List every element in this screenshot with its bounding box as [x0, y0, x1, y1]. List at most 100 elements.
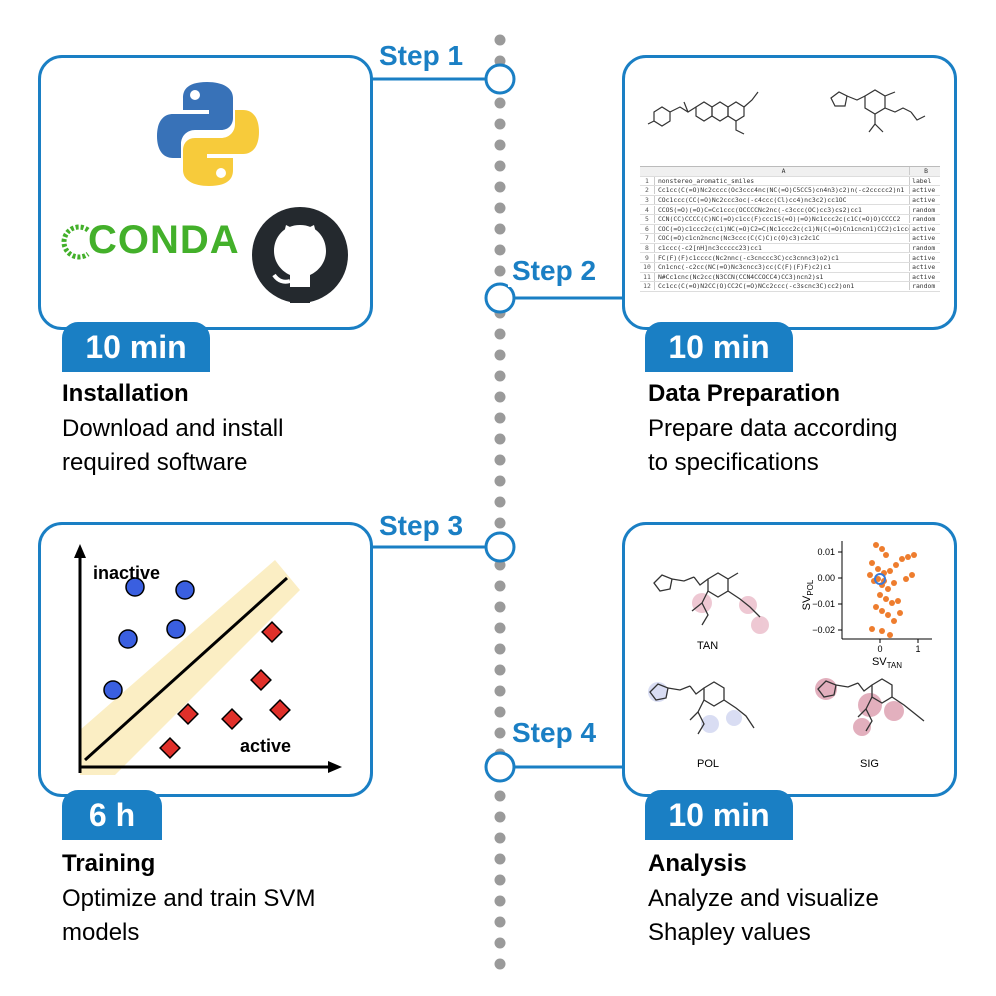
timeline-dot: [494, 937, 506, 949]
svm-decision-line: [83, 576, 289, 762]
spreadsheet-header-row: A B: [640, 167, 940, 177]
scatter-point: [879, 608, 885, 614]
step-2-label: Step 2: [508, 255, 601, 287]
step-4-description: Analyze and visualize Shapley values: [648, 882, 879, 950]
timeline-dot: [494, 853, 506, 865]
timeline-dot: [494, 328, 506, 340]
step-3-description: Optimize and train SVM models: [62, 882, 315, 950]
label-cell: random: [912, 244, 936, 253]
scatter-point: [895, 598, 901, 604]
conda-logo-icon: [61, 224, 90, 260]
molecule-pol-icon: [648, 681, 755, 735]
step-3-title: Training: [62, 850, 156, 877]
mol-label-tan: TAN: [697, 640, 719, 652]
label-cell: active: [912, 186, 936, 195]
row-number-cell: 12: [640, 282, 655, 291]
active-point: [250, 669, 272, 691]
scatter-point: [869, 626, 875, 632]
scatter-point: [891, 618, 897, 624]
inactive-point: [166, 619, 186, 639]
timeline-dot: [494, 790, 506, 802]
github-logo-icon: [252, 207, 348, 303]
scatter-point: [899, 556, 905, 562]
timeline-dot: [494, 118, 506, 130]
timeline-dot: [494, 202, 506, 214]
timeline-dot: [494, 601, 506, 613]
label-cell: active: [912, 196, 936, 205]
scatter-ytick-label: 0.00: [817, 573, 835, 583]
molecule-structure-2-icon: [830, 89, 926, 133]
scatter-point: [879, 546, 885, 552]
label-cell: active: [912, 224, 936, 233]
scatter-point: [911, 552, 917, 558]
inactive-point: [175, 580, 195, 600]
data-preparation-card: [622, 55, 957, 330]
row-number-cell: 11: [640, 272, 655, 281]
timeline-dot: [494, 454, 506, 466]
step-1-desc-line-2: required software: [62, 449, 248, 476]
timeline-dot: [494, 412, 506, 424]
scatter-xlabel: SVTAN: [872, 656, 902, 670]
row-number-cell: 4: [640, 205, 655, 214]
label-cell: random: [912, 215, 936, 224]
row-number-cell: 7: [640, 234, 655, 243]
row-number-cell: 3: [640, 196, 655, 205]
time-badge-step-2: 10 min: [645, 322, 793, 372]
inactive-label: inactive: [93, 563, 161, 583]
timeline-dot: [494, 958, 506, 970]
x-axis-arrow-icon: [328, 761, 342, 773]
timeline-dot: [494, 916, 506, 928]
scatter-point: [889, 600, 895, 606]
step-3-label: Step 3: [375, 510, 468, 542]
spreadsheet-col-a-header: A: [655, 167, 911, 176]
mol-label-pol: POL: [697, 758, 720, 770]
scatter-point: [873, 542, 879, 548]
row-number-cell: 5: [640, 215, 655, 224]
scatter-point: [879, 628, 885, 634]
step-1-desc-line-1: Download and install: [62, 415, 284, 442]
timeline-dot: [494, 664, 506, 676]
smiles-cell: Cc1cc(C(=O)Nc2cccc(Oc3ccc4nc(NC(=O)C5CC5…: [655, 186, 911, 195]
row-number-cell: 8: [640, 244, 655, 253]
timeline-dot: [494, 895, 506, 907]
step-2-desc-line-1: Prepare data according: [648, 415, 898, 442]
label-cell: active: [912, 272, 936, 281]
step-1-title: Installation: [62, 380, 189, 407]
label-cell: random: [912, 205, 936, 214]
timeline-dot: [494, 727, 506, 739]
scatter-ylabel: SVPOL: [801, 579, 815, 610]
timeline-dot: [494, 223, 506, 235]
molecule-structure-1-icon: [647, 91, 759, 135]
inactive-point: [103, 680, 123, 700]
step-4-desc-line-2: Shapley values: [648, 919, 811, 946]
scatter-point: [877, 592, 883, 598]
time-badge-step-4: 10 min: [645, 790, 793, 840]
scatter-xtick-label: 0: [877, 644, 882, 654]
scatter-ytick-label: −0.01: [812, 599, 835, 609]
smiles-cell: COc1ccc(CC(=O)Nc2ccc3oc(-c4ccc(Cl)cc4)nc…: [655, 196, 911, 205]
scatter-ytick-label: −0.02: [812, 625, 835, 635]
conda-logo-text: CONDA: [88, 218, 240, 262]
step-4-node: [484, 751, 516, 783]
scatter-point: [909, 572, 915, 578]
scatter-point: [887, 632, 893, 638]
time-badge-step-3: 6 h: [62, 790, 162, 840]
timeline-dot: [494, 370, 506, 382]
active-point: [159, 737, 181, 759]
step-1-label: Step 1: [375, 40, 468, 72]
row-number-cell: 2: [640, 186, 655, 195]
inactive-point: [118, 629, 138, 649]
step-3-desc-line-2: models: [62, 919, 140, 946]
label-cell: active: [912, 253, 936, 262]
timeline-dot: [494, 580, 506, 592]
y-axis-arrow-icon: [74, 544, 86, 558]
scatter-point: [885, 612, 891, 618]
